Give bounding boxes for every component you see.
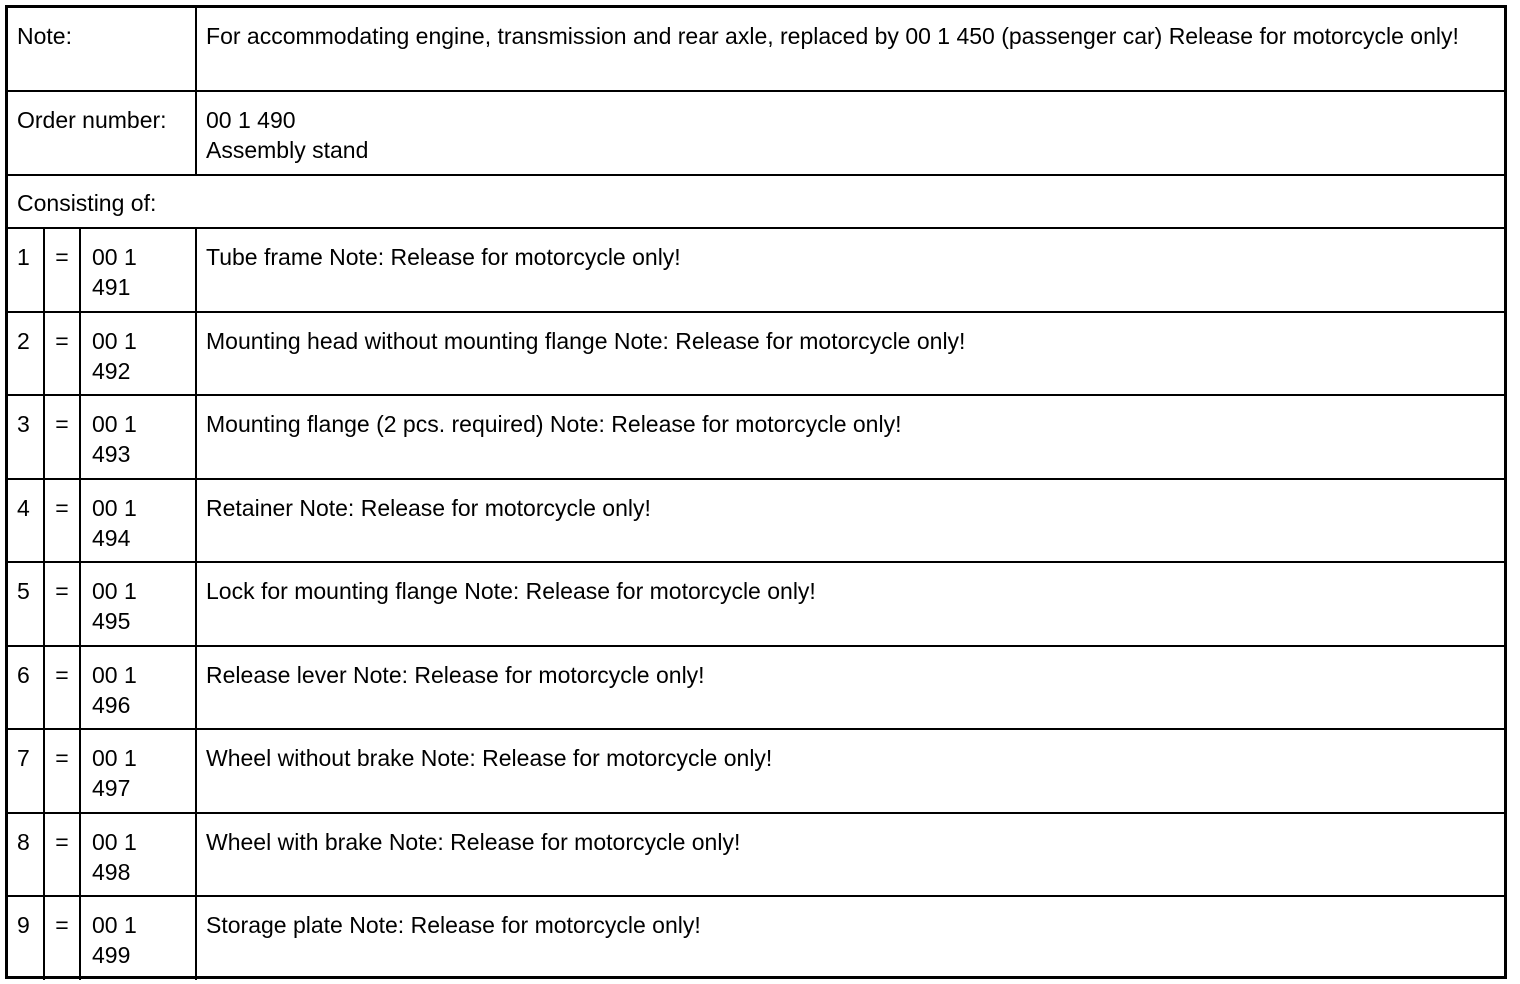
part-number-line2: 494 bbox=[92, 524, 131, 551]
item-equals: = bbox=[43, 895, 81, 980]
item-part-number: 00 1 497 bbox=[78, 728, 198, 814]
item-row: 2= 00 1 492 Mounting head without mounting … bbox=[8, 310, 1504, 396]
part-number-line1: 00 1 bbox=[92, 828, 137, 855]
item-row: 5= 00 1 495 Lock for mounting flange Note: … bbox=[8, 561, 1504, 647]
item-index: 9 bbox=[8, 895, 45, 980]
item-description: Mounting head without mounting flange No… bbox=[195, 310, 1504, 396]
part-number-line1: 00 1 bbox=[92, 327, 137, 354]
order-row: Order number: 00 1 490 Assembly stand bbox=[8, 90, 1504, 176]
item-description: Wheel without brake Note: Release for mo… bbox=[195, 728, 1504, 814]
item-part-number: 00 1 494 bbox=[78, 477, 198, 563]
item-index: 3 bbox=[8, 394, 45, 480]
part-number-line2: 497 bbox=[92, 775, 131, 801]
item-part-number: 00 1 493 bbox=[78, 394, 198, 480]
item-description: Storage plate Note: Release for motorcyc… bbox=[195, 895, 1504, 980]
order-name: Assembly stand bbox=[206, 137, 369, 163]
order-label: Order number: bbox=[8, 90, 198, 176]
item-equals: = bbox=[43, 811, 81, 897]
part-number-line1: 00 1 bbox=[92, 661, 137, 688]
order-cell: 00 1 490 Assembly stand bbox=[195, 90, 1504, 176]
part-number-line1: 00 1 bbox=[92, 912, 137, 938]
item-part-number: 00 1 491 bbox=[78, 227, 198, 313]
item-equals: = bbox=[43, 728, 81, 814]
item-row: 8= 00 1 498 Wheel with brake Note: Release … bbox=[8, 811, 1504, 897]
part-number-line2: 493 bbox=[92, 441, 131, 467]
item-equals: = bbox=[43, 227, 81, 313]
item-row: 4= 00 1 494 Retainer Note: Release for moto… bbox=[8, 477, 1504, 563]
part-number-line1: 00 1 bbox=[92, 578, 137, 604]
item-description: Mounting flange (2 pcs. required) Note: … bbox=[195, 394, 1504, 480]
item-part-number: 00 1 492 bbox=[78, 310, 198, 396]
item-row: 1= 00 1 491 Tube frame Note: Release for mo… bbox=[8, 227, 1504, 313]
item-part-number: 00 1 498 bbox=[78, 811, 198, 897]
part-number-line2: 492 bbox=[92, 357, 131, 384]
item-description: Release lever Note: Release for motorcyc… bbox=[195, 644, 1504, 730]
item-row: 3= 00 1 493 Mounting flange (2 pcs. require… bbox=[8, 394, 1504, 480]
part-number-line2: 491 bbox=[92, 274, 131, 300]
parts-table-frame: Note: For accommodating engine, transmis… bbox=[5, 5, 1507, 980]
note-text: For accommodating engine, transmission a… bbox=[195, 8, 1504, 92]
item-part-number: 00 1 495 bbox=[78, 561, 198, 647]
part-number-line1: 00 1 bbox=[92, 244, 137, 270]
note-label: Note: bbox=[8, 8, 198, 92]
item-index: 5 bbox=[8, 561, 45, 647]
part-number-line2: 499 bbox=[92, 942, 131, 968]
item-equals: = bbox=[43, 310, 81, 396]
item-description: Lock for mounting flange Note: Release f… bbox=[195, 561, 1504, 647]
item-equals: = bbox=[43, 644, 81, 730]
item-index: 4 bbox=[8, 477, 45, 563]
item-equals: = bbox=[43, 561, 81, 647]
item-equals: = bbox=[43, 477, 81, 563]
item-part-number: 00 1 496 bbox=[78, 644, 198, 730]
item-index: 8 bbox=[8, 811, 45, 897]
part-number-line2: 498 bbox=[92, 858, 131, 885]
item-index: 1 bbox=[8, 227, 45, 313]
item-index: 2 bbox=[8, 310, 45, 396]
consisting-label: Consisting of: bbox=[8, 174, 1504, 229]
order-number: 00 1 490 bbox=[206, 107, 296, 133]
item-description: Tube frame Note: Release for motorcycle … bbox=[195, 227, 1504, 313]
note-row: Note: For accommodating engine, transmis… bbox=[8, 8, 1504, 92]
part-number-line2: 495 bbox=[92, 608, 131, 634]
item-description: Retainer Note: Release for motorcycle on… bbox=[195, 477, 1504, 563]
consisting-row: Consisting of: bbox=[8, 174, 1504, 229]
item-equals: = bbox=[43, 394, 81, 480]
part-number-line1: 00 1 bbox=[92, 745, 137, 771]
item-row: 7= 00 1 497 Wheel without brake Note: Relea… bbox=[8, 728, 1504, 814]
part-number-line1: 00 1 bbox=[92, 494, 137, 521]
item-index: 7 bbox=[8, 728, 45, 814]
item-description: Wheel with brake Note: Release for motor… bbox=[195, 811, 1504, 897]
item-index: 6 bbox=[8, 644, 45, 730]
part-number-line1: 00 1 bbox=[92, 411, 137, 437]
item-part-number: 00 1 499 bbox=[78, 895, 198, 980]
item-row: 6= 00 1 496 Release lever Note: Release for… bbox=[8, 644, 1504, 730]
part-number-line2: 496 bbox=[92, 691, 131, 718]
parts-table: Note: For accommodating engine, transmis… bbox=[8, 8, 1504, 980]
item-row: 9= 00 1 499 Storage plate Note: Release for… bbox=[8, 895, 1504, 980]
